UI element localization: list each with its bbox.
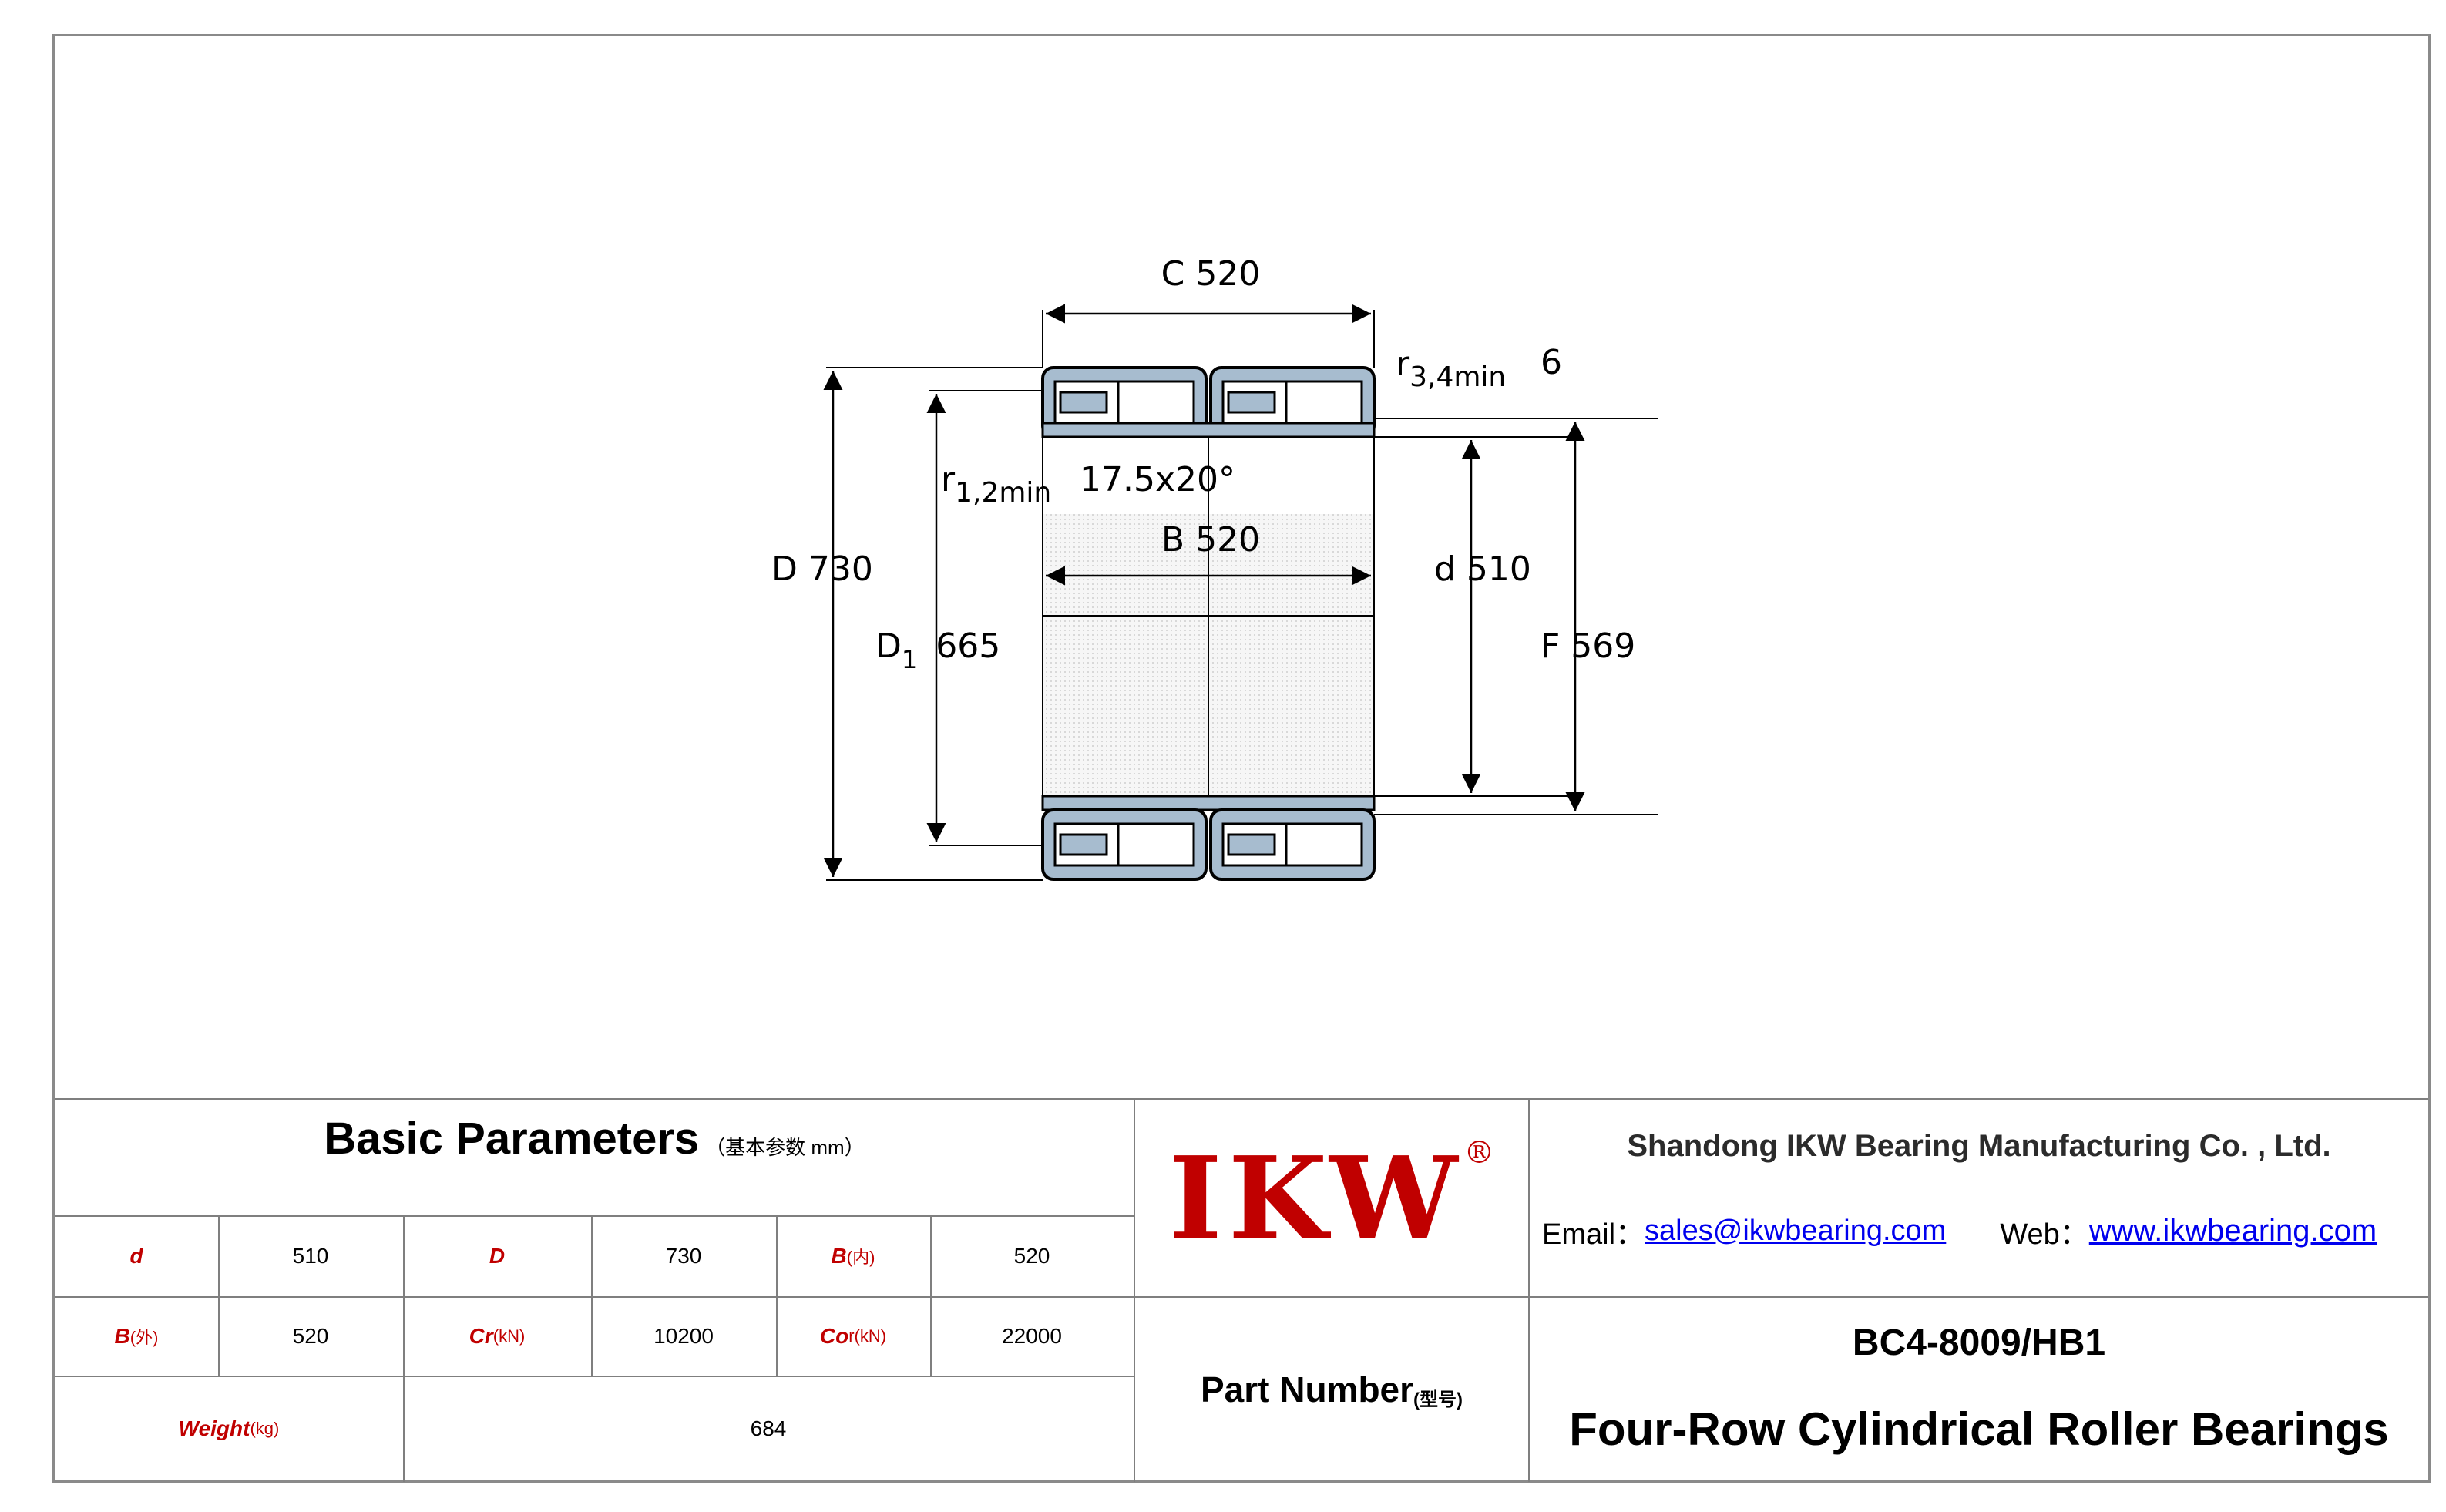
drawing-sheet: C 520 B 520 17.5x20° D 730 d 510 F 569 r… xyxy=(52,34,2431,1483)
value-b-outer: 520 xyxy=(292,1323,329,1348)
value-cr: 10200 xyxy=(653,1323,714,1348)
label-cr: Cr(kN) xyxy=(469,1323,526,1348)
model-number: BC4-8009/HB1 xyxy=(1852,1322,2106,1363)
dim-r34: r3,4min xyxy=(1396,344,1506,393)
email-label: Email： xyxy=(1542,1218,1645,1251)
dim-chamfer: 17.5x20° xyxy=(1080,460,1235,499)
product-type: Four-Row Cylindrical Roller Bearings xyxy=(1569,1403,2389,1455)
web-label: Web： xyxy=(2000,1218,2089,1251)
dim-r34-value: 6 xyxy=(1541,343,1562,382)
dim-D: D 730 xyxy=(771,549,873,589)
dim-r12: r1,2min xyxy=(941,460,1051,509)
label-weight: Weight(kg) xyxy=(178,1416,280,1440)
label-D: D xyxy=(489,1243,506,1268)
value-b-inner: 520 xyxy=(1013,1243,1050,1268)
ikw-logo: IKW ® xyxy=(1168,1131,1495,1265)
value-d: 510 xyxy=(292,1243,329,1268)
part-number-label: Part Number (型号) xyxy=(1200,1369,1463,1411)
dim-c: C 520 xyxy=(1161,254,1261,294)
params-title: Basic Parameters （基本参数 mm） xyxy=(324,1113,865,1164)
bearing-row-bottom xyxy=(1041,795,1376,881)
bearing-drawing: C 520 B 520 17.5x20° D 730 d 510 F 569 r… xyxy=(771,254,1658,881)
value-D: 730 xyxy=(665,1243,702,1268)
dim-F: F 569 xyxy=(1541,627,1635,666)
email-link[interactable]: sales@ikwbearing.com xyxy=(1645,1214,1947,1247)
params-unit-note: （基本参数 mm） xyxy=(705,1135,865,1159)
label-b-outer: B(外) xyxy=(114,1323,159,1348)
dim-b: B 520 xyxy=(1161,520,1260,559)
part-number-note: (型号) xyxy=(1413,1389,1463,1410)
web-link[interactable]: www.ikwbearing.com xyxy=(2088,1213,2377,1248)
contact-row: Email： sales@ikwbearing.com Web： www.ikw… xyxy=(1542,1208,2428,1254)
bearing-row-top xyxy=(1041,366,1376,438)
info-table: Basic Parameters （基本参数 mm） d 510 D 730 B… xyxy=(55,1098,2428,1482)
registered-mark: ® xyxy=(1463,1135,1495,1171)
label-b-inner: B(内) xyxy=(831,1243,875,1268)
value-cor: 22000 xyxy=(1002,1323,1062,1348)
dim-d: d 510 xyxy=(1434,549,1531,589)
label-d: d xyxy=(129,1243,143,1268)
company-name: Shandong IKW Bearing Manufacturing Co. ,… xyxy=(1627,1128,2331,1163)
value-weight: 684 xyxy=(750,1416,787,1440)
